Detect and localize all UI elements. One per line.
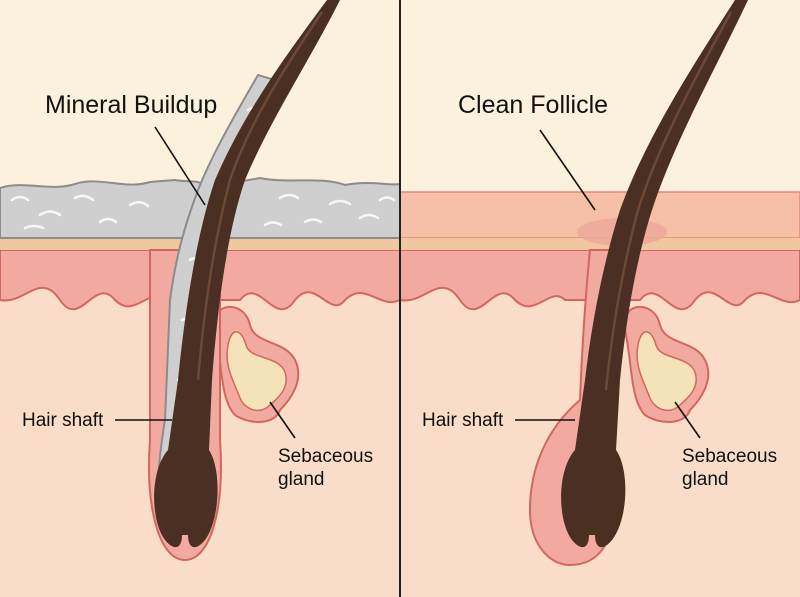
left-hair-highlight (196, 11, 324, 381)
right-gland-label-1: Sebaceous (682, 446, 777, 467)
left-gland-label-2: gland (278, 469, 325, 490)
left-crust-texture (10, 193, 396, 230)
right-panel: Clean Follicle Hair shaft Sebaceous glan… (401, 0, 800, 597)
left-title: Mineral Buildup (45, 91, 217, 119)
left-gland-label-1: Sebaceous (278, 446, 373, 467)
left-hair-shaft (154, 0, 340, 548)
left-hair-label: Hair shaft (22, 410, 104, 431)
left-gland-leader (269, 401, 296, 439)
right-hair-shaft (561, 0, 748, 548)
right-gland-sac (636, 331, 697, 412)
left-gland-sac (226, 331, 287, 412)
left-title-leader (154, 126, 206, 206)
right-hair-highlight (604, 11, 733, 391)
right-title: Clean Follicle (458, 91, 608, 119)
right-gland-leader (674, 401, 701, 439)
left-panel: Mineral Buildup Hair shaft Sebaceous gla… (0, 0, 399, 597)
right-gland-label-2: gland (682, 469, 729, 490)
right-title-leader (539, 129, 596, 211)
right-hair-label: Hair shaft (422, 410, 504, 431)
